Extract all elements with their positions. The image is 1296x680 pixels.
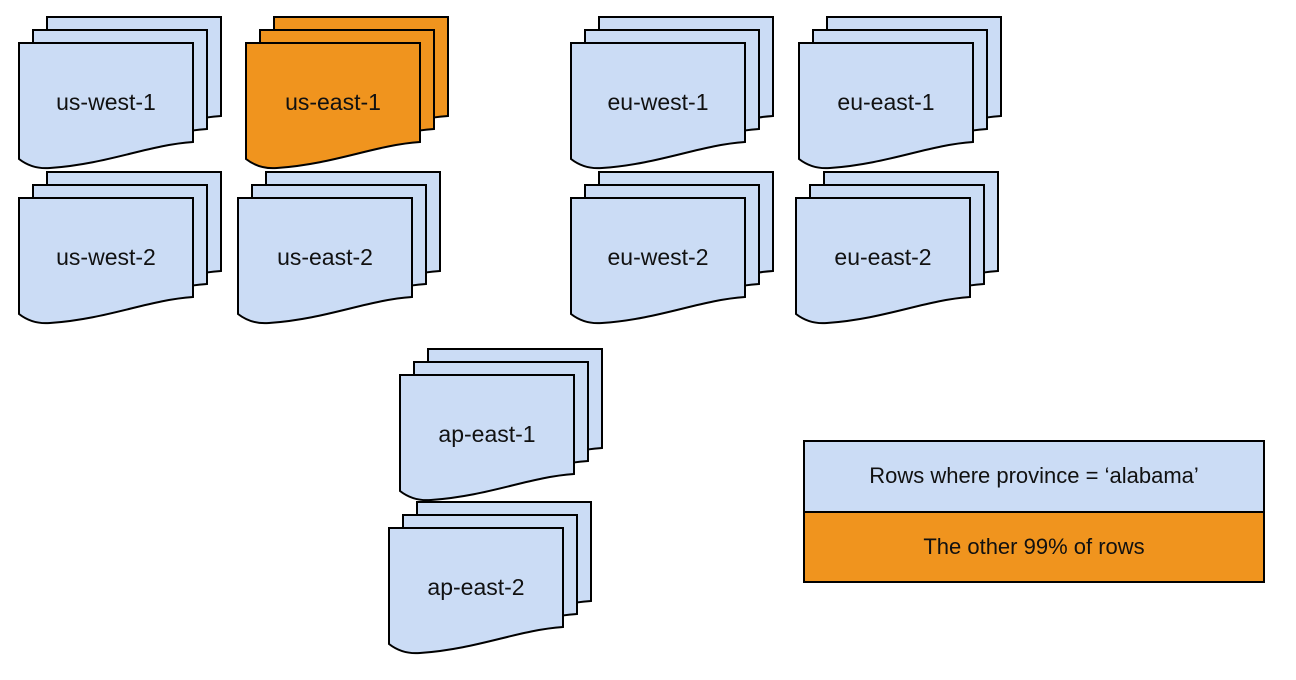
partition-stack-eu-east-1: eu-east-1 [798,16,1004,172]
partition-stack-eu-east-2: eu-east-2 [795,171,1001,327]
document-stack-icon [570,171,774,325]
partition-stack-us-west-2: us-west-2 [18,171,224,327]
document-stack-icon [388,501,592,655]
legend-item-other-rows: The other 99% of rows [805,510,1263,581]
legend: Rows where province = ‘alabama’ The othe… [803,440,1265,583]
document-stack-icon [798,16,1002,170]
document-stack-icon [237,171,441,325]
document-stack-icon [795,171,999,325]
partition-stack-us-west-1: us-west-1 [18,16,224,172]
document-stack-icon [399,348,603,502]
partition-stack-us-east-2: us-east-2 [237,171,443,327]
partition-stack-ap-east-1: ap-east-1 [399,348,605,504]
document-stack-icon [245,16,449,170]
partition-stack-ap-east-2: ap-east-2 [388,501,594,657]
legend-item-alabama-rows: Rows where province = ‘alabama’ [805,442,1263,511]
partition-stack-eu-west-2: eu-west-2 [570,171,776,327]
document-stack-icon [570,16,774,170]
document-stack-icon [18,16,222,170]
document-stack-icon [18,171,222,325]
partition-stack-eu-west-1: eu-west-1 [570,16,776,172]
partition-stack-us-east-1: us-east-1 [245,16,451,172]
